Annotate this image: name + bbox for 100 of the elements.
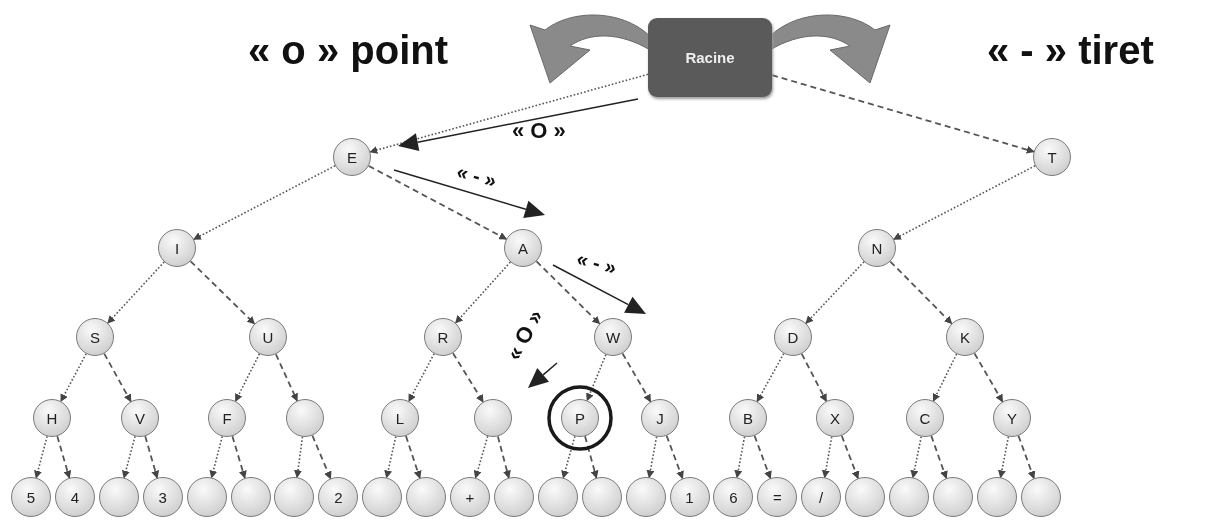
tree-connector [192,164,336,241]
tree-node-circle [845,477,886,517]
tree-connector [275,353,298,402]
letter-label: = [772,489,782,505]
root-box [648,17,772,97]
tree-connector [144,435,160,479]
tree-node-circle [158,229,196,267]
tree-node-circle [669,477,710,517]
heading-label: « - » tiret [987,30,1154,70]
letter-label: 6 [729,489,738,505]
tree-connector [840,434,860,480]
tree-connector [473,435,489,479]
tree-node-circle [906,399,944,437]
tree-node-circle [11,477,51,517]
tree-connector [621,352,652,403]
tree-connector [930,435,948,480]
tree-connector [103,352,132,403]
tree-node-circle [801,477,842,517]
tree-node-circle [625,477,666,517]
tree-connector [821,435,833,479]
letter-label: B [743,410,753,426]
tree-connector [586,353,607,402]
tree-connector [60,352,87,403]
letter-label: 1 [685,489,694,505]
tree-connector [734,435,746,479]
tree-connector [932,353,958,402]
letter-label: L [395,410,405,426]
tree-node-circle [858,229,896,267]
tree-connector [665,434,684,480]
tree-node-circle [249,318,287,356]
tree-node-circle [208,399,246,437]
tree-node-circle [729,399,767,437]
tree-node-circle [1033,138,1071,176]
tree-connector [367,165,508,240]
tree-node-circle [594,318,632,356]
letter-label: X [830,410,840,426]
tree-connector [384,435,397,479]
letter-label: P [575,410,585,426]
letter-label: 3 [158,489,167,505]
letter-label: D [787,329,799,345]
tree-node-circle [362,477,403,517]
tree-connector [584,435,599,479]
tree-connector [408,352,435,403]
tree-node-circle [186,477,227,517]
tree-node-circle [504,229,542,267]
node-label: Racine [685,48,735,66]
tree-node-circle [932,477,973,517]
tree-node-circle [381,399,419,437]
tree-connector [294,436,304,479]
tree-node-circle [76,318,114,356]
tree-connector [805,261,865,324]
tree-node-circle [54,477,95,517]
letter-label: Y [1007,410,1017,426]
tree-node-circle [474,399,512,437]
tree-connector [892,164,1036,241]
letter-label: E [347,149,357,165]
tree-connector [535,260,601,325]
tree-connector [231,435,247,479]
letter-label: R [437,329,449,345]
tree-connector [997,435,1010,479]
tree-connector [34,435,48,479]
tree-node-circle [33,399,71,437]
tree-node-circle [1020,477,1061,517]
path-label: « O » [512,120,566,142]
letter-label: F [222,410,232,426]
letter-label: H [46,410,58,426]
tree-connector [369,73,649,154]
tree-node-circle [774,318,812,356]
tree-node-circle [333,138,371,176]
tree-connector [405,435,422,479]
tree-connector [889,260,953,325]
tree-node-circle [641,399,679,437]
letter-label: V [135,410,145,426]
tree-connector [234,353,261,402]
tree-connector [107,261,165,324]
tree-connector [800,352,828,403]
tree-connector [771,74,1035,154]
tree-connector [454,261,512,324]
tree-node-circle [581,477,622,517]
tree-connector [973,352,1004,403]
letter-label: + [465,489,475,505]
letter-label: T [1047,149,1057,165]
tree-connector [753,434,772,480]
letter-label: C [919,410,931,426]
tree-connector [496,435,511,479]
letter-label: I [174,240,180,256]
tree-node-circle [450,477,490,517]
tree-connector [561,435,576,479]
tree-connector [452,352,484,403]
letter-label: J [656,410,664,426]
letter-label: W [605,329,621,345]
tree-node-circle [406,477,447,517]
tree-node-circle [889,477,929,517]
letter-label: S [90,329,100,345]
letter-label: 5 [26,489,36,505]
tree-node-circle [98,477,139,517]
tree-node-circle [142,477,183,517]
tree-node-circle [537,477,578,517]
tree-node-circle [993,399,1031,437]
tree-node-circle [493,477,534,517]
